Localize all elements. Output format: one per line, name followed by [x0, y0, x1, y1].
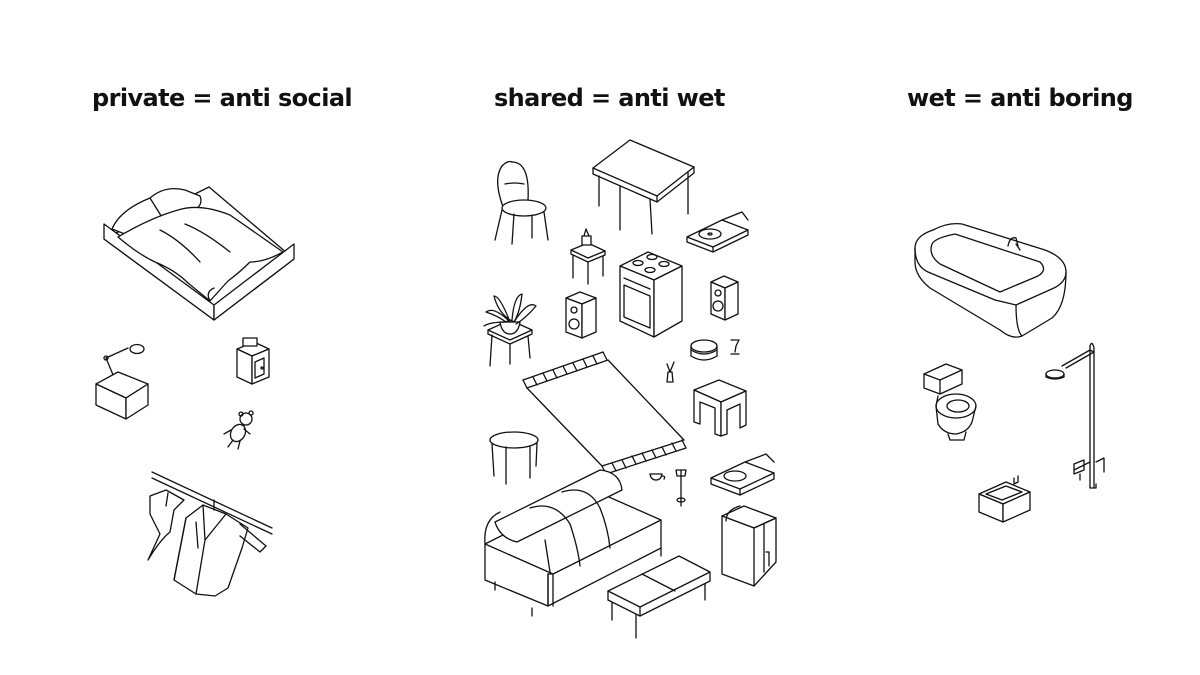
- shower-icon: [1046, 343, 1104, 488]
- rug-icon: [523, 352, 686, 474]
- teddy-bear-icon: [224, 411, 253, 449]
- safe-icon: [237, 338, 269, 384]
- candle-icon: [676, 470, 686, 506]
- round-table-icon: [490, 432, 538, 484]
- stool-icon: [694, 380, 746, 436]
- nightstand-icon: [96, 372, 148, 419]
- column-title-wet: wet = anti boring: [907, 84, 1133, 112]
- column-title-private: private = anti social: [92, 84, 353, 112]
- fridge-icon: [722, 506, 776, 586]
- record-player-icon: [687, 212, 748, 252]
- toilet-icon: [924, 364, 976, 440]
- dining-table-icon: [593, 140, 694, 234]
- stove-icon: [620, 252, 682, 337]
- bed-icon: [104, 187, 294, 320]
- speaker-icon: [711, 276, 738, 320]
- plant-table-icon: [484, 294, 536, 366]
- chair-icon: [495, 162, 548, 245]
- cake-icon: [691, 340, 717, 360]
- side-table-icon: [571, 229, 605, 284]
- sink-icon: [979, 476, 1030, 522]
- speaker-icon: [566, 292, 596, 338]
- glass-icon: [731, 340, 739, 354]
- bathtub-icon: [915, 224, 1066, 338]
- bench-icon: [608, 556, 710, 638]
- record-player-icon: [711, 454, 774, 495]
- sofa-icon: [485, 470, 661, 616]
- cup-icon: [650, 474, 665, 480]
- clothes-rack-icon: [148, 472, 272, 596]
- column-title-shared: shared = anti wet: [494, 84, 725, 112]
- vase-icon: [667, 362, 674, 382]
